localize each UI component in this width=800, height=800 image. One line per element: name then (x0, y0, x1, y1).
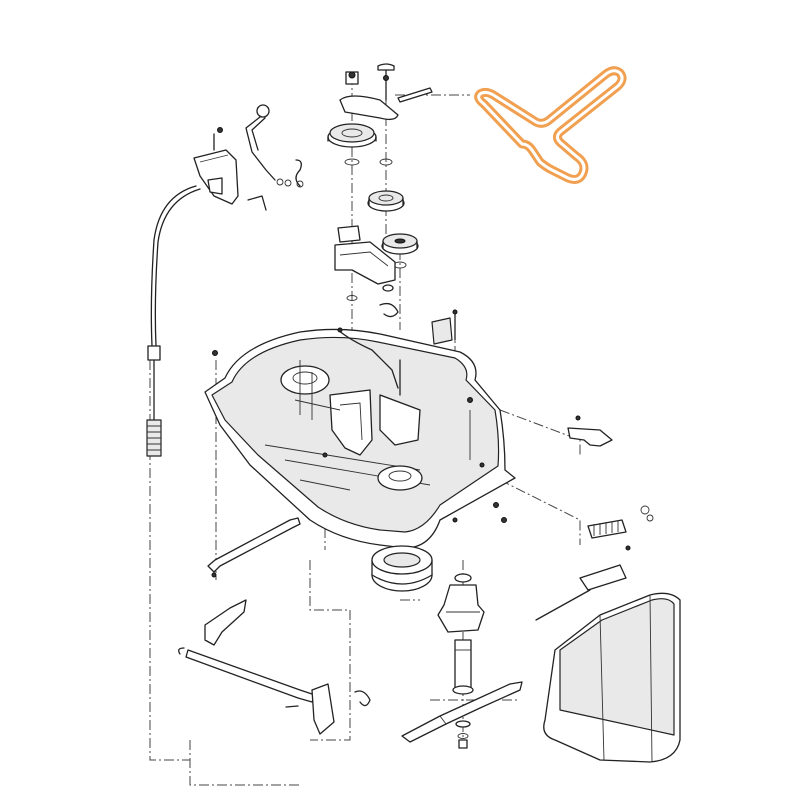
spindle-assembly-icon (437, 573, 485, 695)
belt-highlight-icon (474, 66, 627, 184)
deck-hanger-arm-icon (178, 517, 371, 735)
hardware-icon (217, 71, 631, 551)
control-cable-icon (146, 185, 201, 457)
spring-bracket-icon (337, 309, 456, 396)
discharge-chute-icon (543, 592, 681, 763)
idler-bracket-icon (334, 225, 399, 318)
mower-deck-housing-icon (204, 328, 516, 549)
anti-scalp-ring-icon (371, 545, 433, 592)
engagement-lever-icon (193, 104, 304, 211)
mower-blade-icon (401, 681, 523, 749)
stabilizer-bracket-icon (535, 415, 654, 621)
